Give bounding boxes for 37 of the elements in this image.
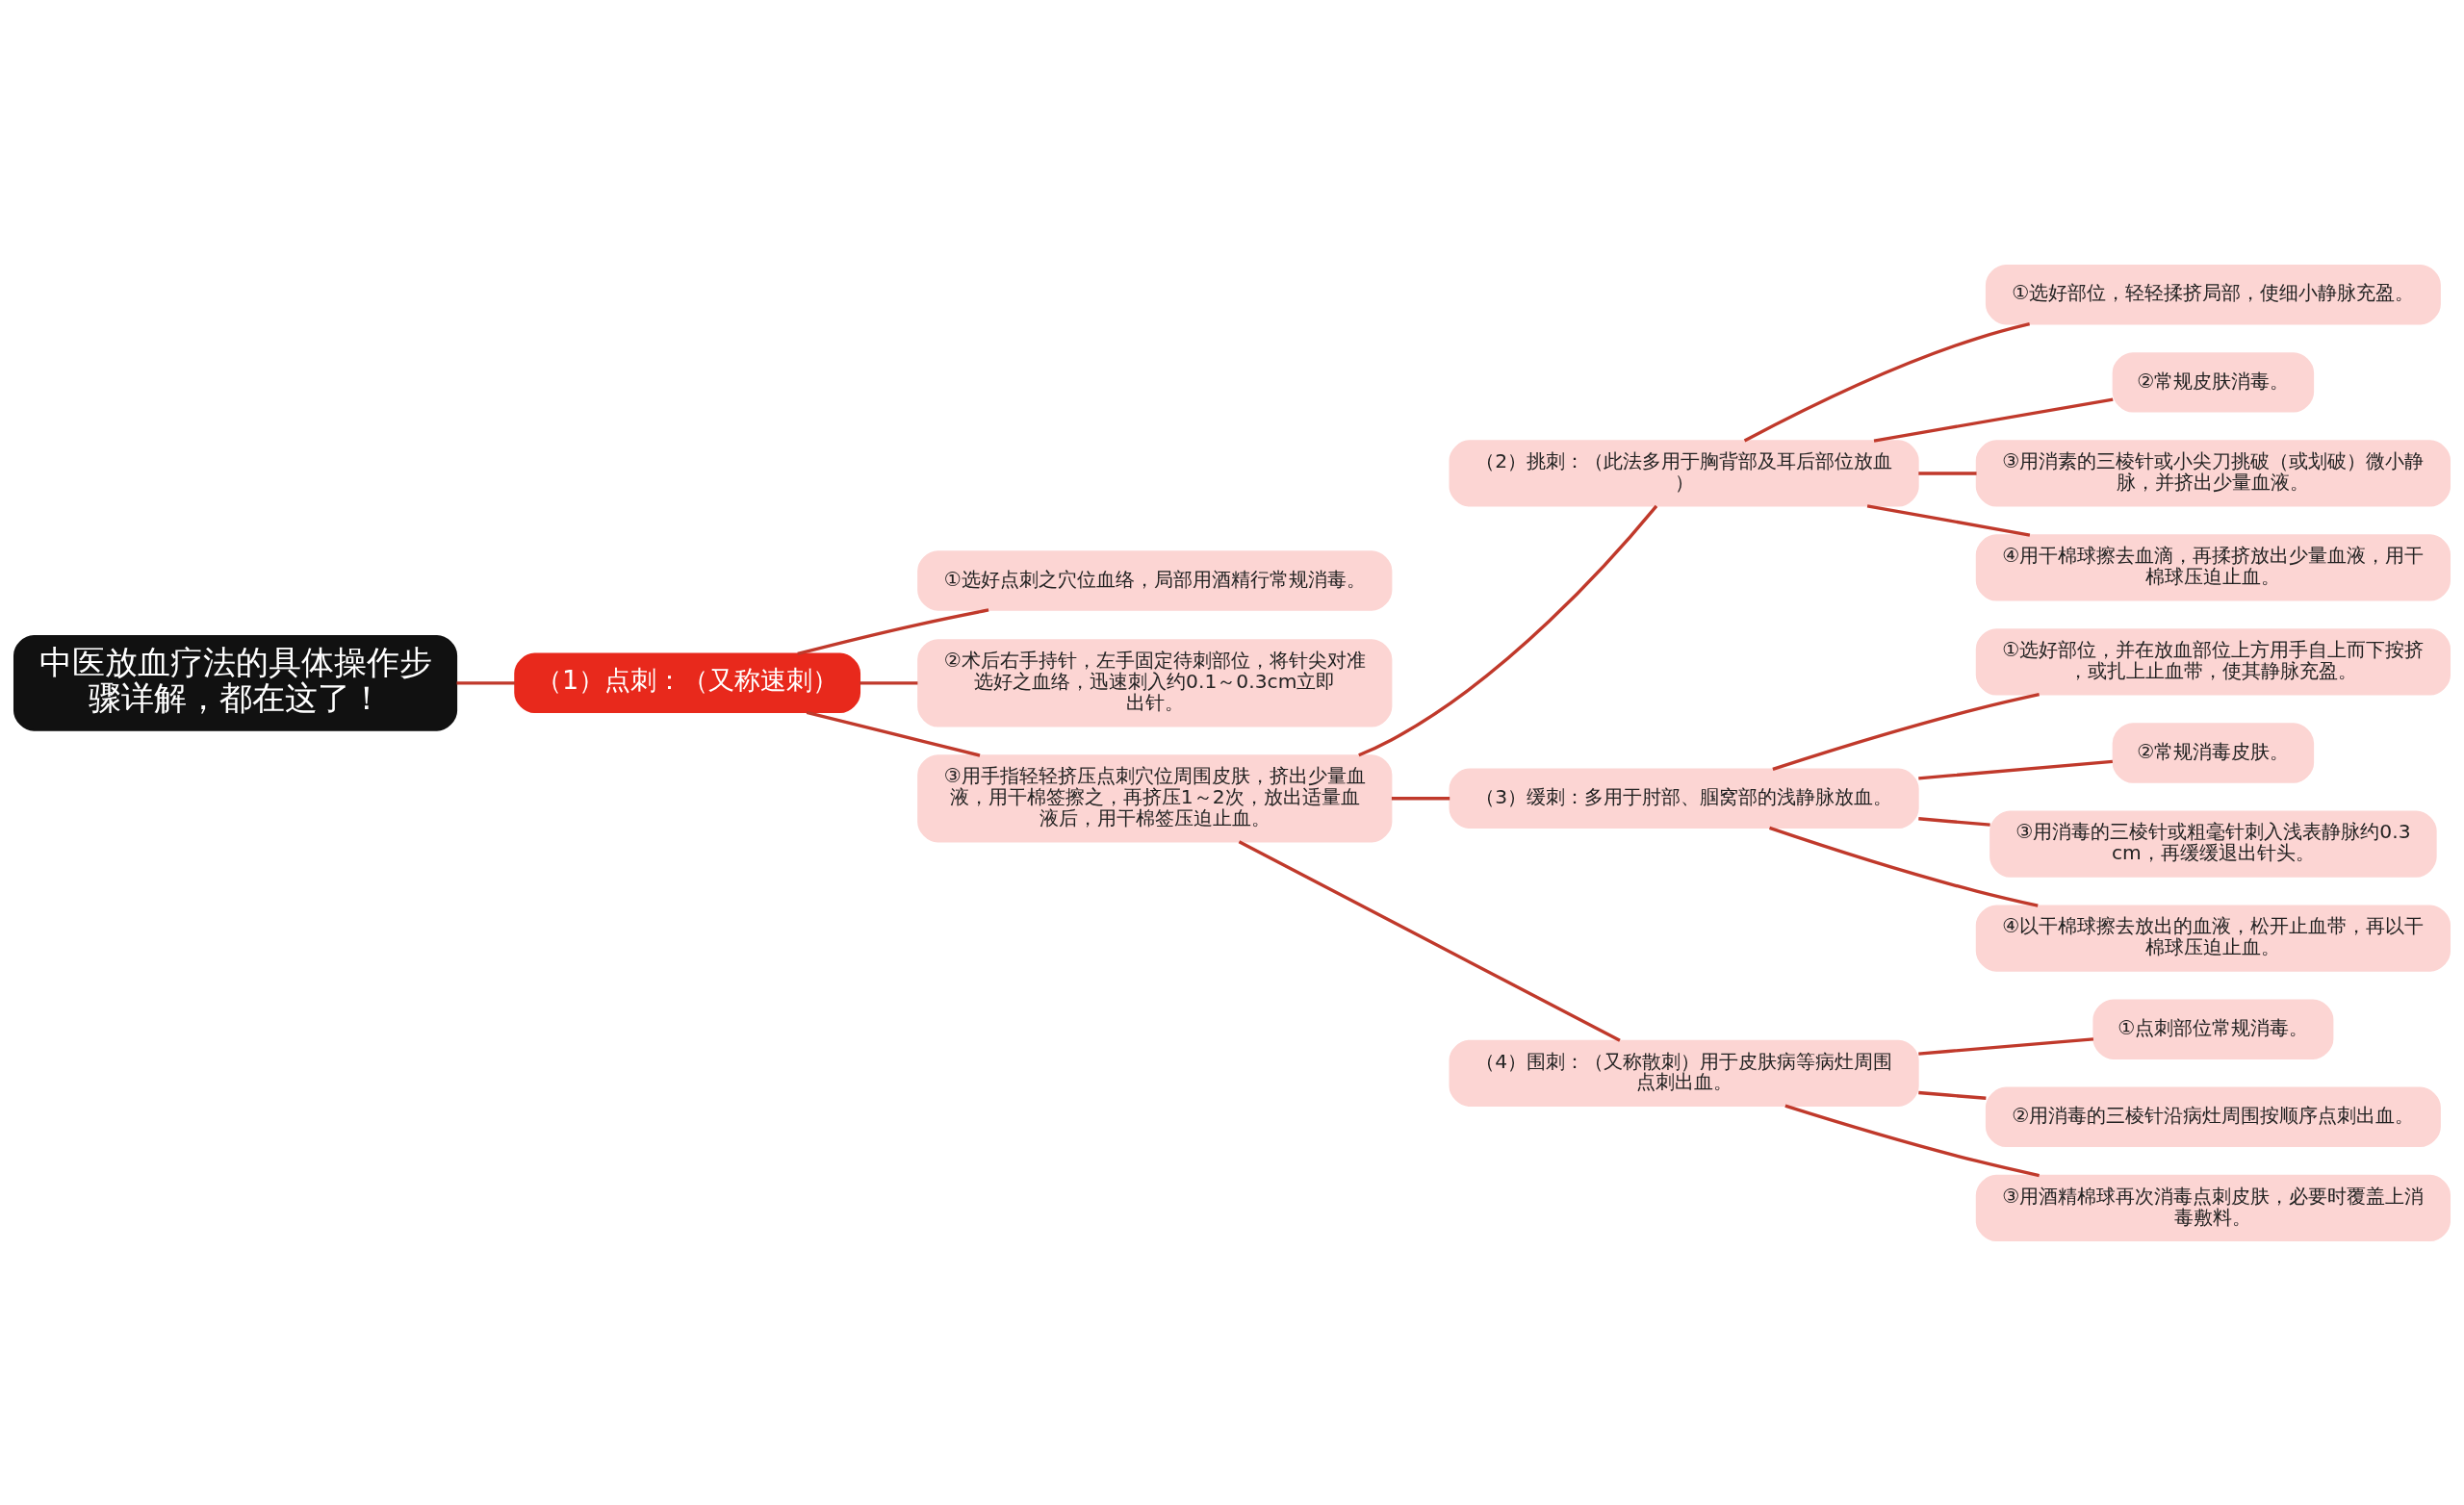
node-box: ③用消素的三棱针或小尖刀挑破（或划破）微小静脉，并挤出少量血液。	[1975, 439, 2451, 507]
connector	[1873, 396, 2114, 443]
connector	[1769, 826, 2039, 907]
node-box: ④用干棉球擦去血滴，再揉挤放出少量血液，用干棉球压迫止血。	[1975, 533, 2451, 601]
node-box: ③用消毒的三棱针或粗毫针刺入浅表静脉约0.3cm，再缓缓退出针头。	[1989, 809, 2437, 878]
connector	[1918, 759, 2113, 780]
node-box: （2）挑刺：（此法多用于胸背部及耳后部位放血）	[1449, 439, 1919, 507]
node-box: ②术后右手持针，左手固定待刺部位，将针尖对准选好之血络，迅速刺入约0.1～0.3cm立即出针。	[917, 638, 1393, 727]
connector	[1772, 692, 2040, 771]
node-box: ③用酒精棉球再次消毒点刺皮肤，必要时覆盖上消毒敷料。	[1975, 1174, 2451, 1241]
node-box: 中医放血疗法的具体操作步骤详解，都在这了！	[13, 634, 458, 731]
node-box: ③用手指轻轻挤压点刺穴位周围皮肤，挤出少量血液，用干棉签擦之，再挤压1～2次，放出适量血液后，用干棉签压迫止血。	[917, 753, 1393, 842]
connector	[1918, 471, 1977, 475]
node-box: （3）缓刺：多用于肘部、腘窝部的浅静脉放血。	[1449, 768, 1919, 829]
connector	[1238, 839, 1621, 1042]
connector	[456, 680, 515, 685]
node-box: ②用消毒的三棱针沿病灶周围按顺序点刺出血。	[1985, 1086, 2441, 1147]
connector	[1358, 504, 1658, 756]
node-box: （1）点刺：（又称速刺）	[514, 652, 861, 713]
node-box: ②常规皮肤消毒。	[2112, 351, 2315, 413]
node-box: ①点刺部位常规消毒。	[2092, 998, 2334, 1059]
connector	[806, 710, 981, 757]
connector	[1784, 1104, 2040, 1177]
connector	[1918, 816, 1990, 827]
connector	[1918, 1090, 1987, 1100]
connector	[1391, 796, 1450, 800]
connector	[797, 607, 989, 655]
node-box: ①选好部位，并在放血部位上方用手自上而下按挤，或扎上止血带，使其静脉充盈。	[1975, 627, 2451, 696]
node-box: ①选好部位，轻轻揉挤局部，使细小静脉充盈。	[1985, 264, 2441, 324]
connector	[1866, 503, 2031, 537]
node-box: ④以干棉球擦去放出的血液，松开止血带，再以干棉球压迫止血。	[1975, 904, 2451, 972]
node-box: ②常规消毒皮肤。	[2112, 722, 2315, 783]
node-box: （4）围刺：（又称散刺）用于皮肤病等病灶周围点刺出血。	[1449, 1039, 1919, 1107]
connector	[1918, 1036, 2094, 1056]
node-box: ①选好点刺之穴位血络，局部用酒精行常规消毒。	[917, 549, 1393, 611]
connector	[860, 680, 918, 685]
connector	[1743, 321, 2031, 442]
